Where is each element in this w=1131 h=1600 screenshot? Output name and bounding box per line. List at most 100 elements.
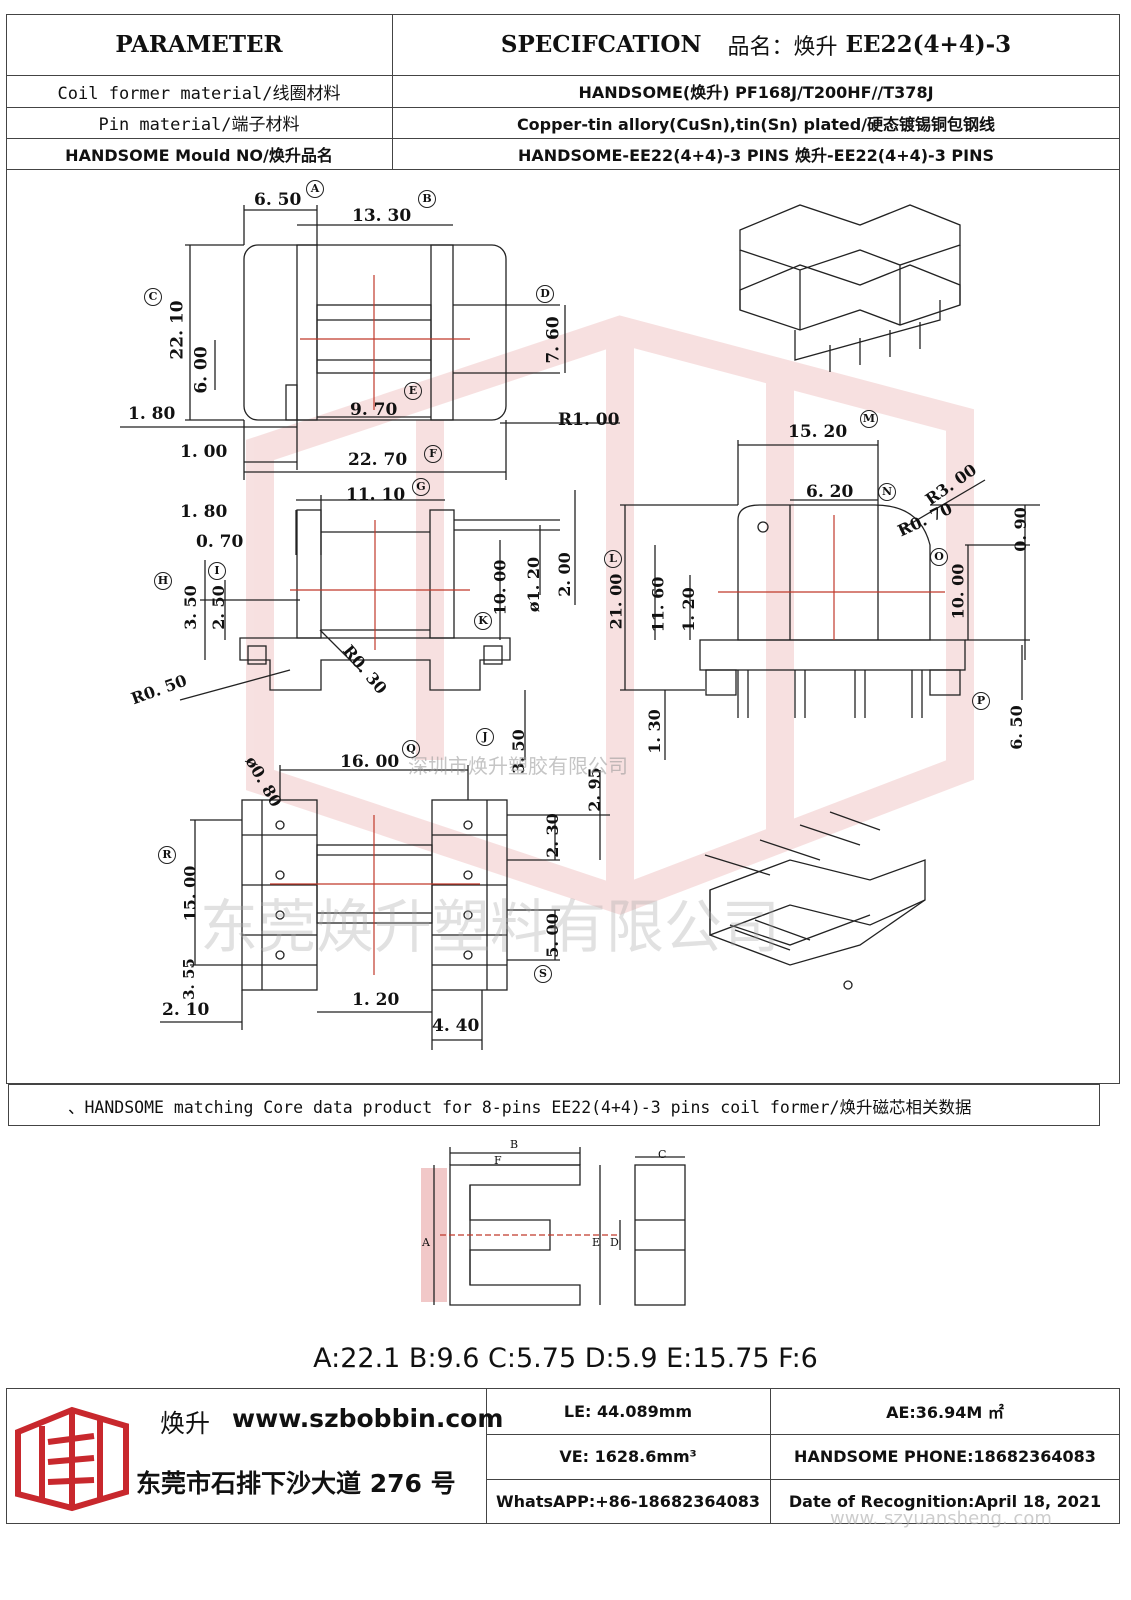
- dim-side-2-50: 2. 50: [208, 585, 228, 630]
- bottom-view-centerlines: [270, 815, 480, 975]
- front-view: [620, 440, 1040, 760]
- marker-l: L: [604, 550, 622, 568]
- core-label-e: E: [592, 1236, 601, 1249]
- marker-r: R: [158, 846, 176, 864]
- marker-b: B: [418, 190, 436, 208]
- dim-front-1-30: 1. 30: [644, 709, 664, 754]
- dim-front-21-00: 21. 00: [606, 573, 626, 630]
- top-view-centerlines: [300, 275, 470, 410]
- marker-h: H: [154, 572, 172, 590]
- brand-name: 焕升: [160, 1409, 211, 1438]
- phone-value: HANDSOME PHONE:18682364083: [794, 1447, 1096, 1466]
- dim-side-10-00: 10. 00: [490, 559, 510, 616]
- marker-e: E: [404, 382, 422, 400]
- dim-top-r1-00: R1. 00: [558, 410, 620, 430]
- isometric-view-bottom: [704, 811, 926, 990]
- dim-side-3-50: 3. 50: [180, 585, 200, 630]
- dim-top-1-80: 1. 80: [128, 404, 176, 424]
- dim-front-10-00: 10. 00: [948, 563, 968, 620]
- footer-divider: [486, 1388, 487, 1524]
- core-label-d: D: [610, 1236, 619, 1249]
- whatsapp-value: WhatsAPP:+86-18682364083: [495, 1492, 760, 1511]
- product-label: 品名：焕升: [727, 34, 838, 60]
- marker-n: N: [878, 483, 896, 501]
- marker-p: P: [972, 692, 990, 710]
- marker-o: O: [930, 548, 948, 566]
- core-label-a: A: [422, 1236, 430, 1249]
- dim-bottom-4-40: 4. 40: [432, 1016, 480, 1036]
- core-diagram: [421, 1147, 686, 1306]
- dim-front-15-20: 15. 20: [788, 422, 848, 442]
- dim-top-6-50: 6. 50: [254, 190, 302, 210]
- core-label-b: B: [510, 1138, 519, 1151]
- core-section-title: 、HANDSOME matching Core data product for…: [68, 1098, 972, 1117]
- dim-bottom-2-10: 2. 10: [162, 1000, 210, 1020]
- footer-divider: [486, 1434, 1120, 1435]
- front-view-centerlines: [718, 515, 945, 640]
- dim-top-1-00: 1. 00: [180, 442, 228, 462]
- dim-front-11-60: 11. 60: [648, 576, 668, 633]
- bottom-view: [160, 765, 610, 1050]
- table-divider: [6, 138, 1120, 139]
- dim-top-22-10: 22. 10: [167, 300, 188, 360]
- company-website: www.szbobbin.com: [232, 1404, 504, 1433]
- marker-g: G: [412, 478, 430, 496]
- marker-d: D: [536, 285, 554, 303]
- dim-bottom-15-00: 15. 00: [180, 865, 200, 922]
- top-view: [120, 205, 620, 480]
- row-value-mould-no: HANDSOME-EE22(4+4)-3 PINS 焕升-EE22(4+4)-3…: [518, 146, 994, 165]
- marker-f: F: [424, 445, 442, 463]
- spec-label: SPECIFCATION: [500, 31, 702, 58]
- ae-value: AE:36.94M ㎡: [886, 1403, 1004, 1422]
- core-dimension-values: A:22.1 B:9.6 C:5.75 D:5.9 E:15.75 F:6: [313, 1343, 818, 1374]
- specification-heading: SPECIFCATION 品名：焕升 EE22(4+4)-3: [392, 14, 1120, 75]
- dim-side-2-00: 2. 00: [554, 552, 574, 597]
- dim-bottom-16-00: 16. 00: [340, 752, 400, 772]
- row-label-pin-material: Pin material/端子材料: [98, 115, 300, 135]
- watermark-company-dg: 东莞焕升塑料有限公司: [200, 893, 781, 961]
- row-value-pin-material: Copper-tin allory(CuSn),tin(Sn) plated/硬…: [516, 114, 996, 134]
- dim-top-9-70: 9. 70: [350, 400, 398, 420]
- row-value-coil-former: HANDSOME(焕升) PF168J/T200HF//T378J: [578, 83, 934, 102]
- dim-bottom-2-30: 2. 30: [542, 813, 562, 858]
- marker-m: M: [860, 410, 878, 428]
- dim-front-0-90: 0. 90: [1010, 507, 1030, 552]
- spec-table: [6, 14, 1120, 170]
- ve-value: VE: 1628.6mm³: [559, 1447, 697, 1466]
- watermark-website: www. szyuansheng. com: [830, 1508, 1052, 1529]
- marker-a: A: [306, 180, 324, 198]
- marker-c: C: [144, 288, 162, 306]
- dim-bottom-1-20: 1. 20: [352, 990, 400, 1010]
- marker-i: I: [208, 562, 226, 580]
- footer-divider: [486, 1479, 1120, 1480]
- core-label-f: F: [494, 1154, 502, 1167]
- recognition-date: Date of Recognition:April 18, 2021: [788, 1492, 1102, 1511]
- dim-bottom-3-55: 3. 55: [179, 958, 198, 1000]
- side-view-centerlines: [290, 520, 470, 650]
- table-divider: [392, 14, 393, 170]
- footer-divider: [770, 1388, 771, 1524]
- drawing-frame: [6, 170, 1120, 1084]
- watermark-company-sz: 深圳市焕升塑胶有限公司: [408, 754, 628, 778]
- marker-s: S: [534, 965, 552, 983]
- technical-drawing: [120, 204, 1040, 1050]
- isometric-view-top: [739, 204, 961, 372]
- dim-top-13-30: 13. 30: [352, 206, 412, 226]
- dim-side-1-80: 1. 80: [180, 502, 228, 522]
- table-divider: [6, 75, 1120, 76]
- row-label-coil-former: Coil former material/线圈材料: [57, 83, 341, 104]
- dim-top-7-60: 7. 60: [543, 316, 564, 364]
- le-value: LE: 44.089mm: [563, 1401, 693, 1421]
- row-label-mould-no: HANDSOME Mould NO/焕升品名: [65, 146, 333, 165]
- core-label-c: C: [658, 1148, 667, 1161]
- marker-j: J: [476, 728, 494, 746]
- dim-front-6-20: 6. 20: [806, 482, 854, 502]
- table-divider: [6, 107, 1120, 108]
- company-logo: [15, 1406, 129, 1512]
- parameter-heading: PARAMETER: [115, 31, 283, 58]
- dim-top-22-70: 22. 70: [348, 450, 408, 470]
- core-title-bar: [8, 1084, 1100, 1126]
- dim-front-1-20: 1. 20: [678, 587, 698, 632]
- dim-side-0-70: 0. 70: [196, 532, 244, 552]
- dim-side-11-10: 11. 10: [346, 485, 406, 505]
